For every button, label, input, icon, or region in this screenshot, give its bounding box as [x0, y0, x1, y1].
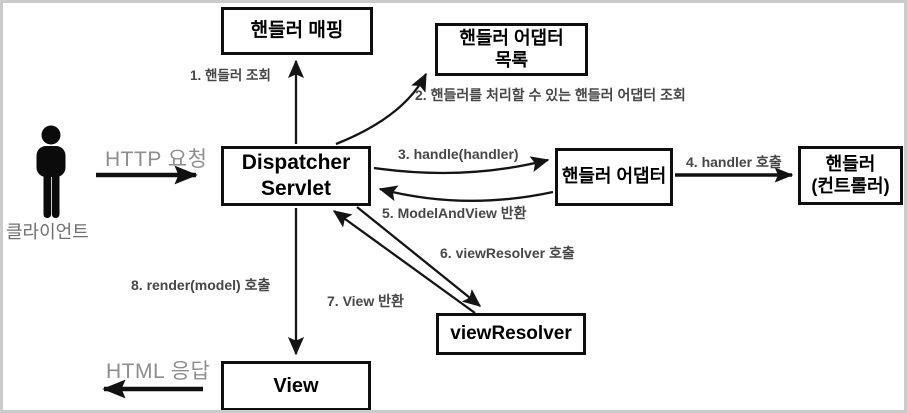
step2-arrow — [335, 72, 428, 146]
handler-controller-label-line2: (컨트롤러) — [811, 175, 890, 196]
step1-label: 1. 핸들러 조회 — [190, 68, 271, 83]
handler-controller-box: 핸들러 (컨트롤러) — [798, 146, 903, 205]
step8-label: 8. render(model) 호출 — [131, 277, 271, 293]
view-resolver-box: viewResolver — [436, 313, 586, 355]
dispatcher-servlet-label-line2: Servlet — [260, 177, 332, 200]
handler-adapter-list-label-line1: 핸들러 어댑터 — [459, 27, 564, 48]
handler-adapter-label: 핸들러 어댑터 — [561, 166, 667, 187]
step2-label: 2. 핸들러를 처리할 수 있는 핸들러 어댑터 조회 — [415, 87, 686, 103]
dispatcher-servlet-label-line1: Dispatcher — [241, 151, 351, 175]
step6-label: 6. viewResolver 호출 — [440, 245, 575, 261]
handler-mapping-label: 핸들러 매핑 — [250, 20, 344, 42]
html-response-label: HTML 응답 — [106, 360, 211, 383]
view-label: View — [273, 374, 319, 397]
step5-label: 5. ModelAndView 반환 — [382, 205, 527, 221]
step7-label: 7. View 반환 — [327, 293, 404, 309]
handler-adapter-list-box: 핸들러 어댑터 목록 — [435, 23, 588, 76]
http-request-label: HTTP 요청 — [105, 148, 208, 171]
handler-adapter-list-label-line2: 목록 — [494, 49, 529, 70]
client-person-icon — [36, 125, 66, 218]
client-label: 클라이언트 — [6, 222, 89, 242]
handler-mapping-box: 핸들러 매핑 — [221, 7, 373, 55]
view-resolver-label: viewResolver — [450, 323, 572, 345]
handler-controller-label-line1: 핸들러 — [825, 153, 876, 174]
step3-label: 3. handle(handler) — [398, 146, 519, 162]
dispatcher-servlet-box: Dispatcher Servlet — [221, 146, 371, 206]
view-box: View — [221, 361, 371, 410]
handler-adapter-box: 핸들러 어댑터 — [555, 148, 673, 206]
step4-label: 4. handler 호출 — [686, 154, 782, 170]
step5-arrow — [378, 185, 554, 202]
